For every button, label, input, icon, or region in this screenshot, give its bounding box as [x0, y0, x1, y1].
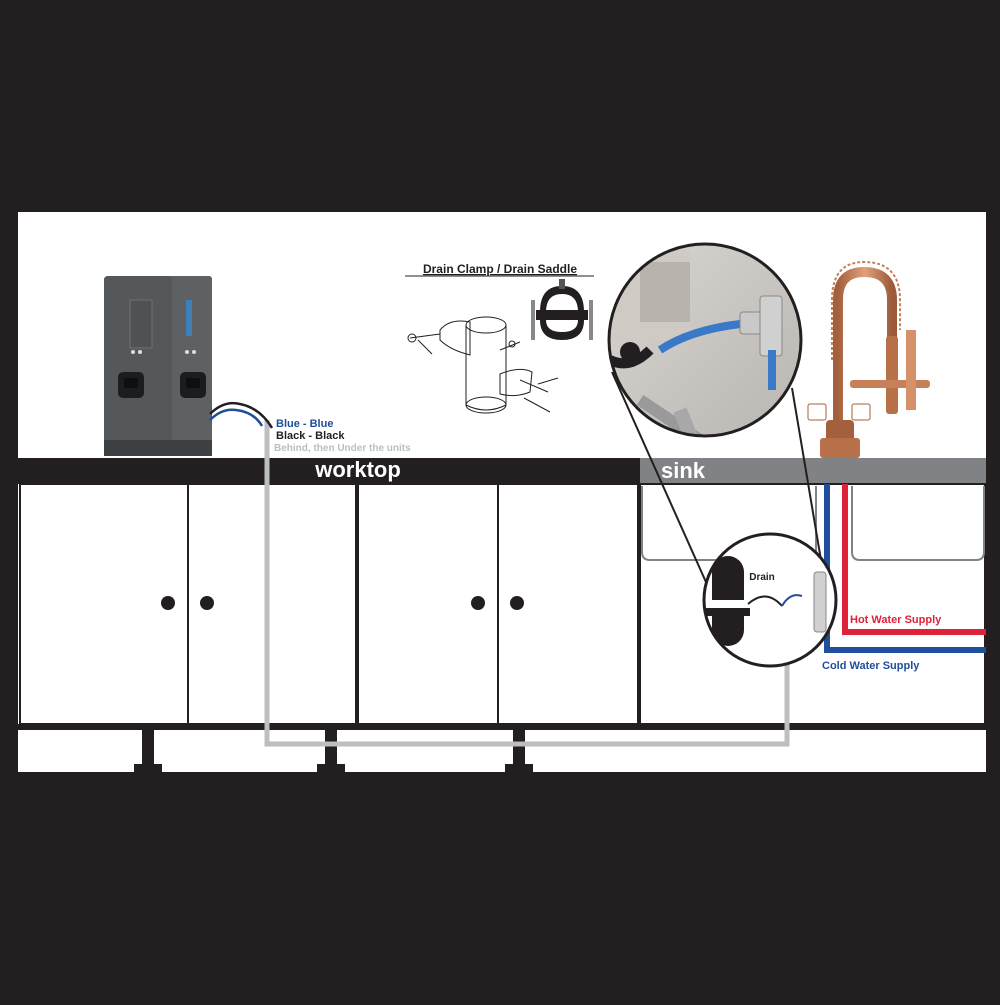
- knob-icon: [471, 596, 485, 610]
- sink-label: sink: [661, 458, 706, 483]
- plinth-line: [18, 724, 986, 730]
- behind-label: Behind, then Under the units: [274, 443, 411, 454]
- drain-label: Drain: [749, 572, 775, 583]
- hot-water-label: Hot Water Supply: [850, 614, 942, 626]
- cabinet-knobs: [161, 596, 524, 610]
- drain-clamp-exploded-icon: [407, 316, 559, 414]
- drain-saddle-icon: [531, 279, 593, 340]
- sink-band: [640, 458, 986, 484]
- knob-icon: [510, 596, 524, 610]
- cabinet-legs: [134, 724, 533, 772]
- blue-hose: [209, 408, 264, 427]
- zoom-photo-icon: [607, 242, 803, 438]
- blue-blue-label: Blue - Blue: [276, 418, 333, 430]
- black-black-label: Black - Black: [276, 430, 345, 442]
- drain-detail-icon: Drain: [702, 532, 838, 668]
- drain-clamp-title: Drain Clamp / Drain Saddle: [423, 262, 577, 276]
- black-hose: [209, 401, 274, 429]
- knob-icon: [161, 596, 175, 610]
- hot-water-line: [842, 484, 986, 635]
- copper-faucet-icon: [807, 260, 930, 458]
- worktop-band: [18, 458, 640, 484]
- routing-pipe: [264, 420, 790, 747]
- water-dispenser-icon: [104, 276, 212, 456]
- zoom-line-left: [611, 371, 715, 601]
- zoom-line-right: [791, 387, 823, 567]
- sink-bowl-right: [851, 486, 985, 561]
- cold-water-line: [824, 484, 986, 653]
- cabinets: [19, 483, 986, 725]
- worktop-label: worktop: [314, 457, 401, 482]
- knob-icon: [200, 596, 214, 610]
- cold-water-label: Cold Water Supply: [822, 660, 920, 672]
